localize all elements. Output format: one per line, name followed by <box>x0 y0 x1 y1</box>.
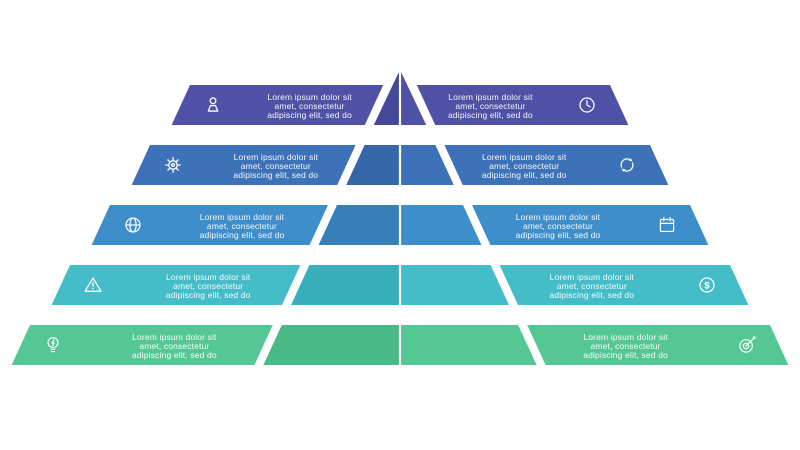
segment-text-line: adipiscing elit, sed do <box>166 290 251 300</box>
row-4-left-banner <box>51 265 301 305</box>
segment-text-line: adipiscing elit, sed do <box>448 110 533 120</box>
row-5-right-banner <box>527 325 789 365</box>
segment-text-line: Lorem ipsum dolor sit <box>516 212 601 222</box>
row-2-center-right <box>401 145 454 185</box>
segment-text-line: amet, consectetur <box>523 221 593 231</box>
row-5-left-banner <box>11 325 273 365</box>
row-3-right-banner <box>472 205 709 245</box>
row-1-right-banner <box>416 85 629 125</box>
segment-text-line: Lorem ipsum dolor sit <box>550 272 635 282</box>
row-5-center-left <box>263 325 399 365</box>
segment-text-line: adipiscing elit, sed do <box>549 290 634 300</box>
row-1-center-right <box>401 72 427 125</box>
segment-text-line: amet, consectetur <box>455 101 525 111</box>
segment-text-line: amet, consectetur <box>591 341 661 351</box>
segment-text-line: Lorem ipsum dolor sit <box>200 212 285 222</box>
row-3-left-banner <box>91 205 328 245</box>
segment-text-line: adipiscing elit, sed do <box>233 170 318 180</box>
segment-text-line: Lorem ipsum dolor sit <box>583 332 668 342</box>
segment-text-line: amet, consectetur <box>557 281 627 291</box>
segment-text-line: amet, consectetur <box>489 161 559 171</box>
segment-text-line: amet, consectetur <box>241 161 311 171</box>
segment-text-line: amet, consectetur <box>139 341 209 351</box>
row-1-left-banner <box>171 85 384 125</box>
segment-text-line: adipiscing elit, sed do <box>200 230 285 240</box>
segment-text-line: Lorem ipsum dolor sit <box>234 152 319 162</box>
row-4-center-right <box>401 265 509 305</box>
segment-text-line: amet, consectetur <box>275 101 345 111</box>
segment-text-line: Lorem ipsum dolor sit <box>267 92 352 102</box>
segment-text-line: adipiscing elit, sed do <box>482 170 567 180</box>
row-3-center-left <box>318 205 399 245</box>
segment-text-line: Lorem ipsum dolor sit <box>448 92 533 102</box>
row-4-center-left <box>291 265 399 305</box>
segment-text-line: Lorem ipsum dolor sit <box>166 272 251 282</box>
row-4-right-banner <box>499 265 749 305</box>
segment-text-line: adipiscing elit, sed do <box>267 110 352 120</box>
segment-text-line: Lorem ipsum dolor sit <box>132 332 217 342</box>
row-3-center-right <box>401 205 482 245</box>
segment-text-line: amet, consectetur <box>173 281 243 291</box>
row-1-center-left <box>373 72 399 125</box>
segment-text-line: Lorem ipsum dolor sit <box>482 152 567 162</box>
row-2-center-left <box>346 145 399 185</box>
segment-text-line: adipiscing elit, sed do <box>132 350 217 360</box>
row-2-left-banner <box>131 145 356 185</box>
row-5-center-right <box>401 325 537 365</box>
segment-text-line: adipiscing elit, sed do <box>516 230 601 240</box>
segment-text-line: amet, consectetur <box>207 221 277 231</box>
segment-text-line: adipiscing elit, sed do <box>583 350 668 360</box>
row-2-right-banner <box>444 145 669 185</box>
